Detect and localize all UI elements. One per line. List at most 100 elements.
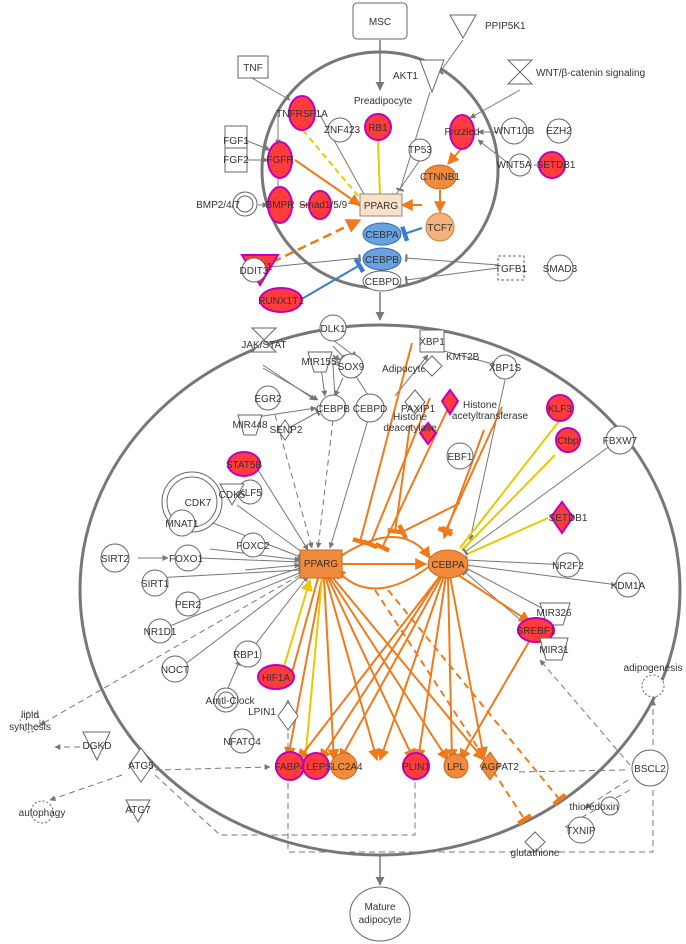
node-agpat2[interactable]: AGPAT2	[479, 751, 519, 781]
node-sirt1[interactable]: SIRT1	[141, 569, 170, 597]
node-mnat1[interactable]: MNAT1	[165, 509, 199, 537]
node-foxc2[interactable]: FOXC2	[236, 532, 270, 558]
node-mir326[interactable]: MIR326	[536, 602, 572, 626]
node-akt1[interactable]: AKT1	[393, 59, 445, 94]
node-pparg[interactable]: PPARG	[299, 549, 343, 579]
node-kmt2b[interactable]: KMT2B	[421, 352, 480, 377]
svg-text:TNFRSF1A: TNFRSF1A	[276, 109, 328, 120]
node-lpin1[interactable]: LPIN1	[248, 701, 299, 731]
node-kdm1a[interactable]: KDM1A	[611, 572, 646, 598]
node-bmp247[interactable]: BMP2/4/7	[196, 191, 258, 217]
node-autophagy[interactable]: autophagy	[19, 800, 66, 824]
node-wnt10b[interactable]: WNT10B	[494, 117, 535, 145]
node-nr1d1[interactable]: NR1D1	[144, 618, 177, 644]
node-tcf7[interactable]: TCF7	[425, 212, 455, 242]
node-sox9[interactable]: SOX9	[338, 353, 365, 379]
node-hif1a[interactable]: HIF1A	[257, 664, 295, 690]
node-runx1t1[interactable]: RUNX1T1	[258, 287, 304, 313]
node-lep[interactable]: LEP	[302, 752, 330, 780]
node-rb1[interactable]: RB1	[364, 113, 392, 141]
node-arntl-clock[interactable]: Arntl-Clock	[206, 687, 256, 713]
svg-text:FGF1: FGF1	[223, 136, 249, 147]
node-ddit3[interactable]: DDIT3	[240, 257, 269, 283]
node-jak-stat[interactable]: JAK/STAT	[241, 327, 287, 353]
svg-text:NFATC4: NFATC4	[223, 737, 261, 748]
node-frizzled[interactable]: Frizzled	[444, 114, 480, 150]
node-fgf2[interactable]: FGF2	[223, 147, 249, 173]
node-mature-adipocyte[interactable]: Mature adipocyte	[349, 886, 411, 942]
node-glutathione[interactable]: glutathione	[511, 831, 560, 859]
node-cebpa[interactable]: CEBPA	[427, 549, 469, 579]
node-mir155[interactable]: MIR155	[301, 351, 337, 373]
node-plin1[interactable]: PLIN1	[402, 752, 430, 780]
node-nfatc4[interactable]: NFATC4	[223, 728, 261, 754]
node-wnt5a[interactable]: WNT5A	[497, 153, 532, 177]
node-smad3[interactable]: SMAD3	[543, 254, 578, 282]
node-stat5b[interactable]: STAT5B	[226, 451, 263, 477]
node-hdac[interactable]: Histone deacetylase	[383, 412, 438, 446]
node-slc2a4[interactable]: SLC2A4	[325, 752, 363, 780]
node-znf423[interactable]: ZNF423	[324, 117, 361, 143]
node-lipid-synthesis[interactable]: lipid synthesis	[9, 710, 51, 733]
node-bscl2[interactable]: BSCL2	[631, 749, 669, 787]
node-tp53[interactable]: TP53	[408, 138, 432, 162]
node-senp2[interactable]: SENP2	[270, 419, 303, 441]
node-rbp1[interactable]: RBP1	[233, 640, 262, 668]
node-egr2[interactable]: EGR2	[254, 385, 282, 411]
node-cebpa-top[interactable]: CEBPA	[362, 222, 402, 246]
node-tnf[interactable]: TNF	[237, 55, 269, 79]
svg-text:BMPR: BMPR	[266, 200, 295, 211]
svg-text:TP53: TP53	[408, 145, 432, 156]
node-ezh2[interactable]: EZH2	[546, 118, 572, 144]
node-srebf1[interactable]: SREBF1	[517, 617, 556, 643]
node-setdb1[interactable]: SETDB1	[549, 500, 588, 535]
node-cebpb-top[interactable]: CEBPB	[362, 247, 402, 271]
svg-text:NR1D1: NR1D1	[144, 627, 177, 638]
node-fabp4[interactable]: FABP4	[274, 751, 306, 781]
node-cdk5[interactable]: CDK5	[219, 483, 246, 507]
node-xbp1s[interactable]: XBP1S	[489, 354, 522, 380]
svg-text:RUNX1T1: RUNX1T1	[258, 296, 304, 307]
node-ctbp[interactable]: Ctbp	[555, 427, 581, 453]
node-cebpb[interactable]: CEBPB	[316, 394, 350, 422]
node-tgfb1[interactable]: TGFB1	[495, 255, 528, 281]
node-noct[interactable]: NOCT	[161, 655, 189, 683]
node-bmpr[interactable]: BMPR	[266, 186, 295, 224]
node-hat[interactable]: Histone acetyltransferase	[440, 388, 529, 422]
node-ppip5k1[interactable]: PPIP5K1	[449, 14, 526, 40]
node-lpl[interactable]: LPL	[443, 753, 469, 779]
node-msc[interactable]: MSC	[352, 2, 408, 40]
svg-text:lipid: lipid	[21, 710, 39, 721]
node-xbp1[interactable]: XBP1	[419, 329, 445, 353]
node-fgfr[interactable]: FGFR	[266, 141, 294, 179]
node-txnip[interactable]: TXNIP	[566, 816, 596, 844]
node-ctnnb1[interactable]: CTNNB1	[420, 164, 460, 190]
node-cebpd[interactable]: CEBPD	[353, 393, 387, 423]
node-mir448[interactable]: MIR448	[232, 414, 268, 436]
node-mir31[interactable]: MIR31	[539, 637, 569, 661]
node-atg5[interactable]: ATG5	[128, 747, 154, 783]
node-foxo1[interactable]: FOXO1	[169, 544, 203, 572]
svg-text:CEBPA: CEBPA	[431, 560, 464, 571]
node-adipogenesis[interactable]: adipogenesis	[624, 663, 683, 698]
svg-text:thioredoxin: thioredoxin	[570, 802, 619, 813]
node-sirt2[interactable]: SIRT2	[100, 543, 130, 573]
node-smad159[interactable]: Smad1/5/9	[299, 190, 348, 220]
node-nr2f2[interactable]: NR2F2	[552, 552, 584, 578]
node-fbxw7[interactable]: FBXW7	[603, 425, 638, 455]
node-tnfrsf1a[interactable]: TNFRSF1A	[276, 95, 328, 131]
node-setdb1-top[interactable]: SETDB1	[537, 151, 576, 179]
node-atg7[interactable]: ATG7	[125, 799, 151, 824]
svg-text:NOCT: NOCT	[161, 665, 189, 676]
node-pparg-top[interactable]: PPARG	[359, 193, 403, 217]
node-dgkd[interactable]: DGKD	[82, 731, 112, 762]
node-wnt-b-catenin[interactable]: WNT/β-catenin signaling	[506, 59, 645, 85]
node-klf3[interactable]: KLF3	[546, 394, 574, 422]
node-ebf1[interactable]: EBF1	[446, 442, 474, 470]
node-cebpd-top[interactable]: CEBPD	[362, 270, 402, 292]
svg-text:glutathione: glutathione	[511, 848, 560, 859]
node-per2[interactable]: PER2	[175, 591, 202, 617]
node-dlk1[interactable]: DLK1	[319, 314, 347, 342]
node-thioredoxin[interactable]: thioredoxin	[570, 796, 620, 816]
node-paxip1[interactable]: PAXIP1	[401, 389, 436, 415]
